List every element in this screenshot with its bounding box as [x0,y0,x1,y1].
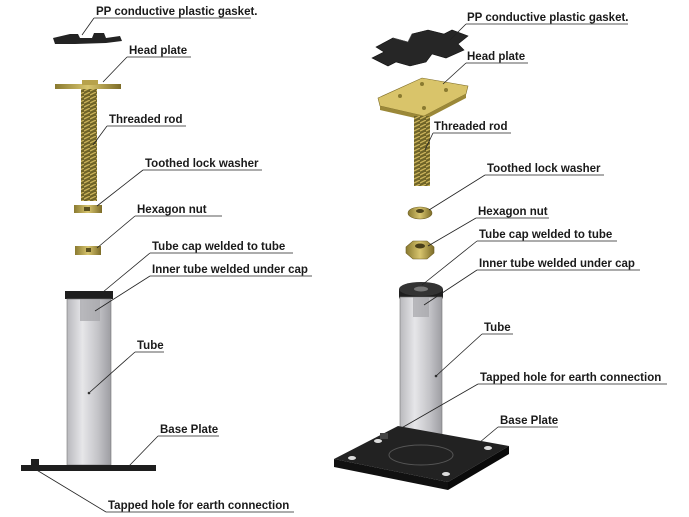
left-lock-washer [74,205,102,213]
right-label-gasket: PP conductive plastic gasket. [467,12,629,24]
right-label-hex-nut: Hexagon nut [478,206,548,218]
left-label-tube-cap: Tube cap welded to tube [152,241,285,253]
right-label-threaded-rod: Threaded rod [434,121,507,133]
left-gasket [53,33,122,44]
right-gasket [371,29,469,67]
right-head-plate [377,77,469,120]
left-label-tapped-hole: Tapped hole for earth connection [108,500,289,512]
left-label-hex-nut: Hexagon nut [137,204,207,216]
right-lock-washer [407,206,433,220]
left-tube-cap [65,291,113,299]
left-label-tube: Tube [137,340,164,352]
left-view: PP conductive plastic gasket. Head plate… [21,6,312,513]
left-head-plate [55,80,121,89]
left-label-head-plate: Head plate [129,45,187,57]
right-hex-nut [405,240,435,260]
right-label-tapped-hole: Tapped hole for earth connection [480,372,661,384]
left-base-plate [21,459,156,471]
left-label-inner-tube: Inner tube welded under cap [152,264,308,276]
right-label-inner-tube: Inner tube welded under cap [479,258,635,270]
right-threaded-rod [414,116,430,186]
left-hex-nut [75,246,101,255]
right-base-plate [334,426,509,490]
right-label-lock-washer: Toothed lock washer [487,163,601,175]
left-threaded-rod [81,89,97,201]
right-leaders [397,23,667,459]
right-label-tube: Tube [484,322,511,334]
right-view: PP conductive plastic gasket. Head plate… [334,12,667,490]
left-tube [66,298,112,466]
left-label-threaded-rod: Threaded rod [109,114,182,126]
left-leaders [34,17,312,513]
right-label-tube-cap: Tube cap welded to tube [479,229,612,241]
right-label-head-plate: Head plate [467,51,525,63]
right-label-base-plate: Base Plate [500,415,558,427]
left-label-gasket: PP conductive plastic gasket. [96,6,258,18]
left-label-lock-washer: Toothed lock washer [145,158,259,170]
left-label-base-plate: Base Plate [160,424,218,436]
